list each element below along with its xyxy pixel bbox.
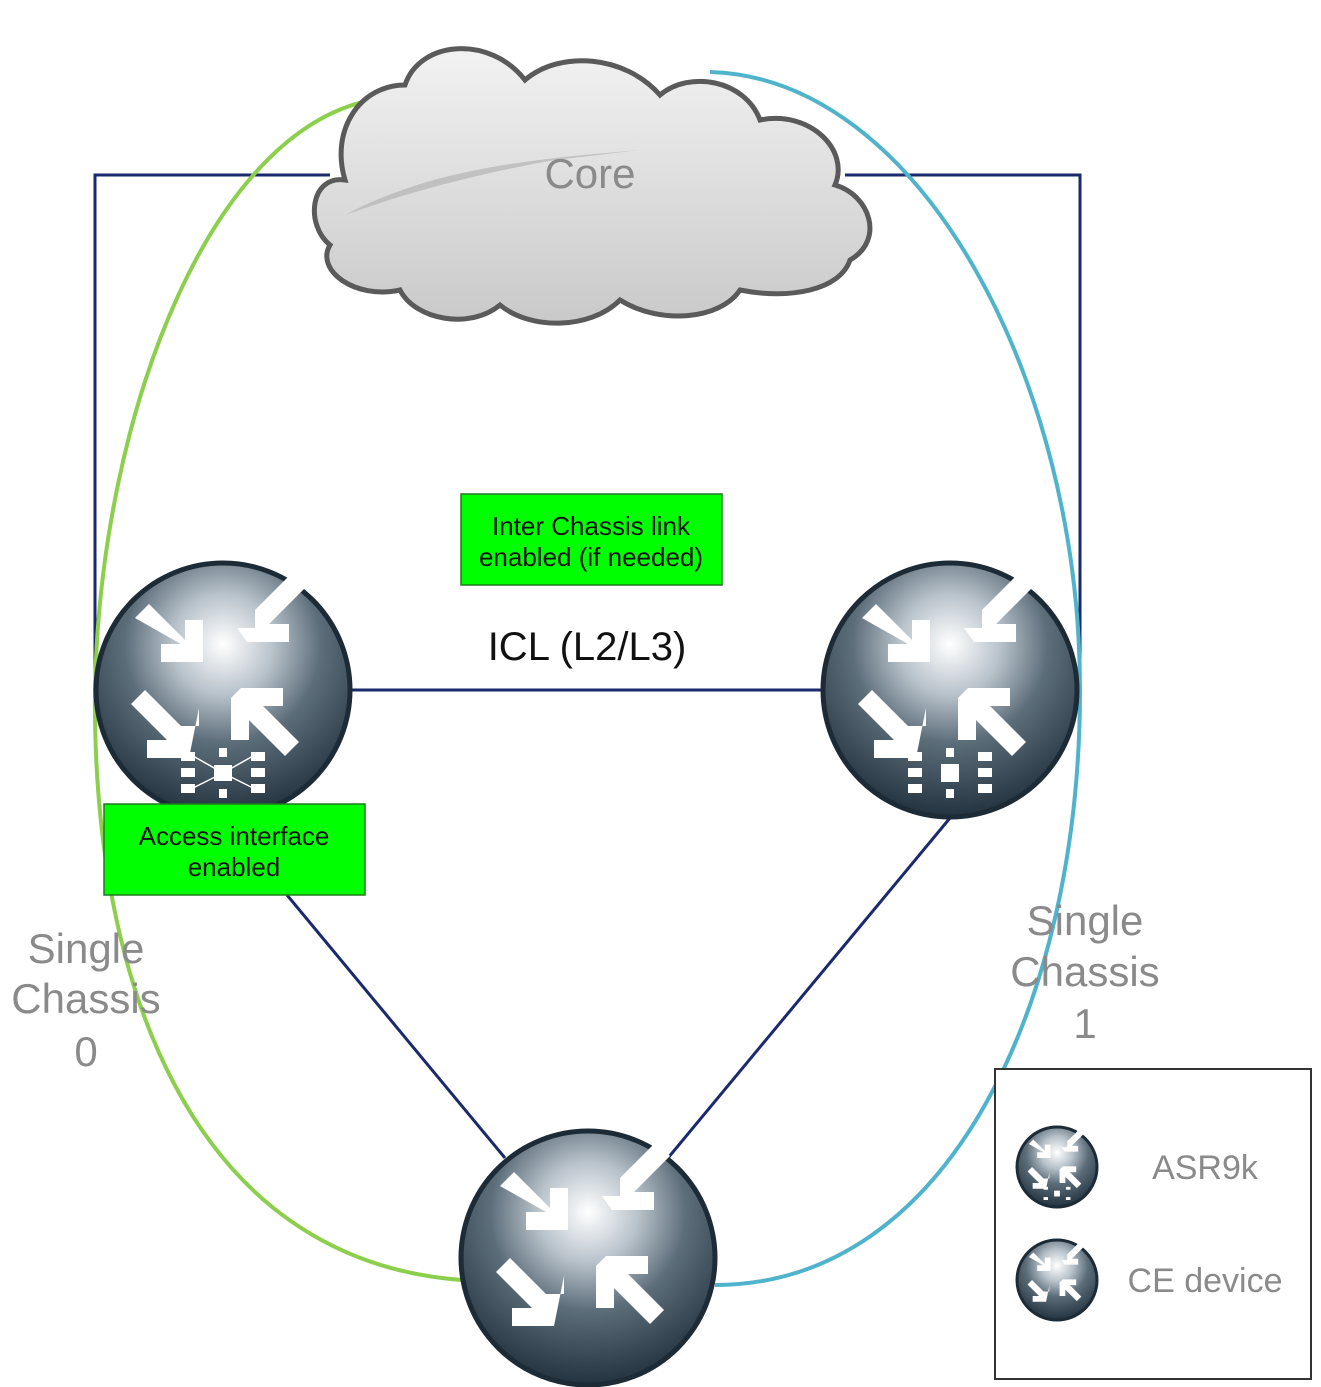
chassis1-label-line-2: Chassis xyxy=(1010,948,1159,995)
router-arrows-icon xyxy=(496,1142,670,1326)
icl-label: ICL (L2/L3) xyxy=(488,625,687,669)
icl-note: Inter Chassis link enabled (if needed) xyxy=(460,493,723,586)
legend: ASR9k CE device xyxy=(994,1068,1312,1380)
chassis1-ring xyxy=(709,70,1083,1287)
asr9k-router-chassis1[interactable] xyxy=(820,560,1080,820)
ce-device-router[interactable] xyxy=(458,1128,718,1387)
asr9k-router-chassis0[interactable] xyxy=(93,560,353,820)
chassis0-label-line-1: Single xyxy=(28,925,145,972)
router-arrows-icon xyxy=(131,574,305,758)
legend-ce-icon xyxy=(1015,1238,1099,1322)
core-cloud: Core xyxy=(312,46,873,326)
icl-note-line-2: enabled (if needed) xyxy=(479,542,703,572)
legend-asr9k-icon xyxy=(1015,1125,1099,1209)
access-note: Access interface enabled xyxy=(103,803,366,896)
chassis1-label-line-1: Single xyxy=(1027,897,1144,944)
chassis0-label-line-2: Chassis xyxy=(11,975,160,1022)
icl-note-line-1: Inter Chassis link xyxy=(492,511,691,541)
switch-matrix-icon xyxy=(181,748,265,798)
cloud-shape xyxy=(312,46,873,326)
access-note-line-1: Access interface xyxy=(139,821,330,851)
legend-ce-label: CE device xyxy=(1128,1262,1283,1300)
switch-matrix-icon xyxy=(908,748,992,798)
chassis0-label: Single Chassis 0 xyxy=(11,925,160,1075)
access-note-line-2: enabled xyxy=(188,852,281,882)
chassis1-label: Single Chassis 1 xyxy=(1010,897,1159,1047)
cloud-label: Core xyxy=(544,150,635,197)
chassis0-label-line-3: 0 xyxy=(74,1028,97,1075)
router-arrows-icon xyxy=(858,574,1032,758)
link-core-chassis1 xyxy=(845,173,1082,690)
link-ce-chassis1 xyxy=(666,817,952,1159)
chassis1-label-line-3: 1 xyxy=(1073,1000,1096,1047)
link-ce-chassis0 xyxy=(285,894,507,1159)
legend-asr9k-label: ASR9k xyxy=(1152,1149,1259,1187)
